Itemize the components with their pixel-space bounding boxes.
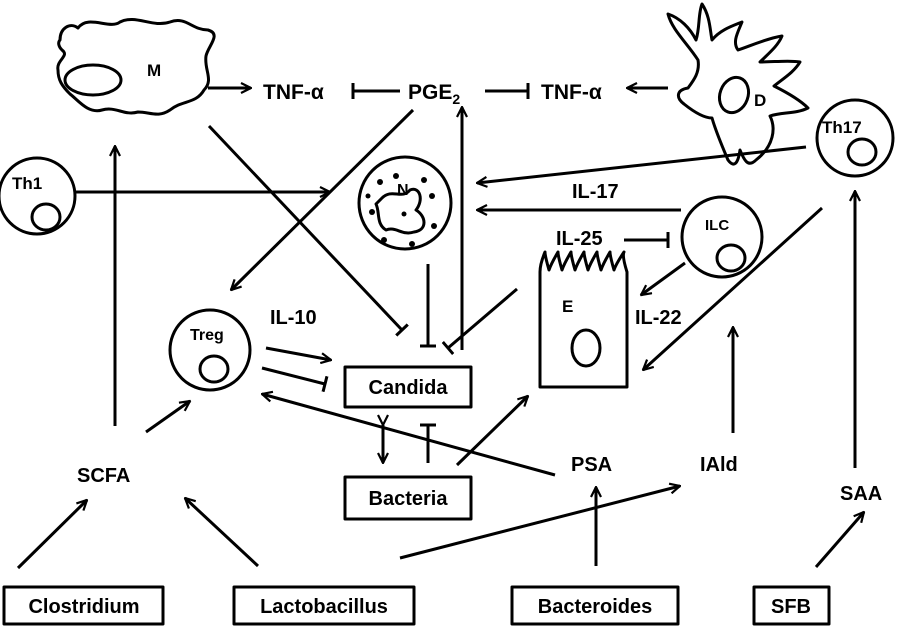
treg-label: Treg <box>190 327 224 344</box>
il25-label: IL-25 <box>556 228 603 250</box>
bacteroides-box <box>510 585 680 626</box>
arrow-lactobacillus-to-scfa <box>185 498 260 568</box>
candida-label: Candida <box>369 377 449 399</box>
th1-nucleus <box>30 202 62 232</box>
macrophage-cell <box>56 17 216 116</box>
sfb-label: SFB <box>771 596 811 618</box>
treg-cell <box>168 308 252 392</box>
ilc-cell <box>680 195 764 279</box>
clostridium-label: Clostridium <box>28 596 139 618</box>
tnf-alpha-right: TNF-α <box>541 81 602 104</box>
saa-label: SAA <box>840 483 882 505</box>
il22-label: IL-22 <box>635 307 682 329</box>
inhibit-m-to-candida <box>207 124 409 337</box>
arrow-pge2-to-treg <box>231 108 415 290</box>
scfa-label: SCFA <box>77 465 130 487</box>
epithelial-nucleus <box>570 328 602 368</box>
macrophage-label: M <box>147 61 161 80</box>
clostridium-box <box>2 585 165 626</box>
arrow-clostridium-to-scfa <box>16 500 87 570</box>
lactobacillus-box <box>232 585 416 626</box>
th1-label: Th1 <box>12 174 42 193</box>
arrow-sfb-to-saa <box>814 512 864 568</box>
th1-cell <box>0 156 77 236</box>
iald-label: IAld <box>700 454 738 476</box>
inhibit-treg-to-candida <box>261 366 329 393</box>
tnf-alpha-left: TNF-α <box>263 81 324 104</box>
ilc-label: ILC <box>705 217 729 234</box>
arrow-il10-treg-to-candida <box>265 346 331 360</box>
dendritic-label: D <box>754 91 766 110</box>
th17-cell <box>815 98 895 178</box>
epithelial-label: E <box>562 297 573 316</box>
arrow-lactobacillus-to-iald <box>399 486 680 560</box>
pge2-label: PGE2 <box>408 81 460 107</box>
neutrophil-granules <box>365 173 437 247</box>
bacteria-label: Bacteria <box>369 488 449 510</box>
epithelial-cell <box>538 250 629 389</box>
th17-nucleus <box>846 137 878 167</box>
th17-label: Th17 <box>822 118 862 137</box>
neutrophil-nucleus <box>374 187 426 235</box>
arrow-ilc-to-epithelial <box>641 261 686 295</box>
arrow-th17-to-epithelial <box>643 206 824 370</box>
candida-box <box>343 365 473 409</box>
ilc-nucleus <box>715 243 747 273</box>
macrophage-nucleus <box>63 63 123 97</box>
arrow-scfa-to-treg <box>145 401 190 434</box>
sfb-box <box>752 585 831 626</box>
bacteroides-label: Bacteroides <box>538 596 653 618</box>
psa-label: PSA <box>571 454 612 476</box>
arrow-bacteria-to-epithelial <box>455 396 528 467</box>
dendritic-nucleus <box>717 75 751 115</box>
il17-label: IL-17 <box>572 181 619 203</box>
bacteria-box <box>343 475 473 521</box>
neutrophil-label: N <box>397 182 409 199</box>
dendritic-cell <box>666 2 810 166</box>
inhibit-epithelial-to-candida <box>441 287 518 356</box>
arrow-th17-il17-to-neutrophil <box>477 145 807 183</box>
arrow-psa-to-treg <box>262 394 556 477</box>
neutrophil-cell <box>357 155 453 251</box>
treg-nucleus <box>198 354 230 384</box>
lactobacillus-label: Lactobacillus <box>260 596 388 618</box>
il10-label: IL-10 <box>270 307 317 329</box>
